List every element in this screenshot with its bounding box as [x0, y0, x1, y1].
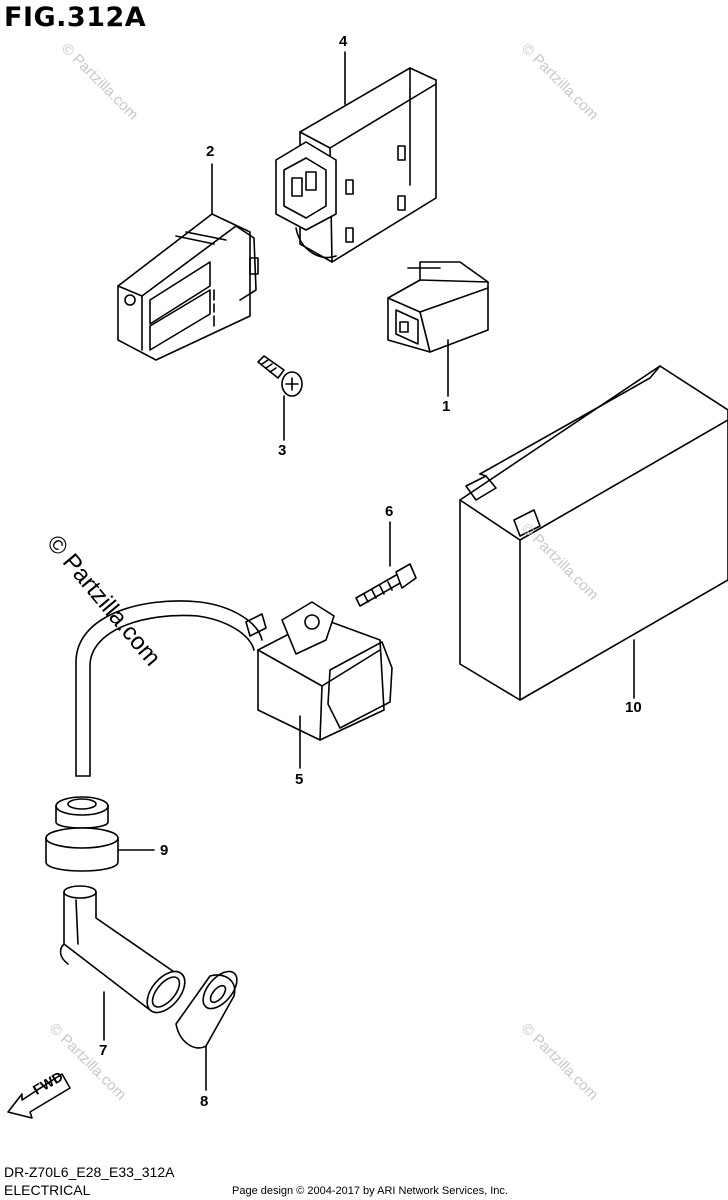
callout-6[interactable]: 6: [385, 503, 394, 520]
callout-9[interactable]: 9: [160, 842, 169, 859]
model-code: DR-Z70L6_E28_E33_312A: [4, 1164, 175, 1180]
credit-line: Page design © 2004-2017 by ARI Network S…: [232, 1185, 508, 1197]
callout-1[interactable]: 1: [442, 398, 451, 415]
callout-4[interactable]: 4: [339, 33, 348, 50]
callout-8[interactable]: 8: [200, 1093, 209, 1110]
callout-10[interactable]: 10: [625, 699, 642, 716]
figure-title: FIG.312A: [4, 2, 147, 33]
part-3-screw[interactable]: [257, 355, 303, 397]
callout-5[interactable]: 5: [295, 771, 304, 788]
part-6-bolt[interactable]: [355, 563, 417, 607]
fwd-arrow-icon: [7, 1073, 71, 1119]
category-label: ELECTRICAL: [4, 1182, 91, 1198]
part-4-cdi-unit[interactable]: [275, 67, 437, 263]
callout-3[interactable]: 3: [278, 442, 287, 459]
part-8-rubber-boot[interactable]: [175, 965, 243, 1049]
part-7-spark-plug-cap[interactable]: [59, 885, 193, 1019]
callout-2[interactable]: 2: [206, 143, 215, 160]
part-5-ignition-coil[interactable]: [75, 600, 393, 777]
part-9-grommet[interactable]: [45, 796, 119, 872]
part-10-battery[interactable]: [459, 365, 728, 701]
callout-7[interactable]: 7: [99, 1042, 108, 1059]
part-1-coupler[interactable]: [387, 261, 489, 353]
part-2-regulator-rectifier[interactable]: [117, 213, 259, 361]
